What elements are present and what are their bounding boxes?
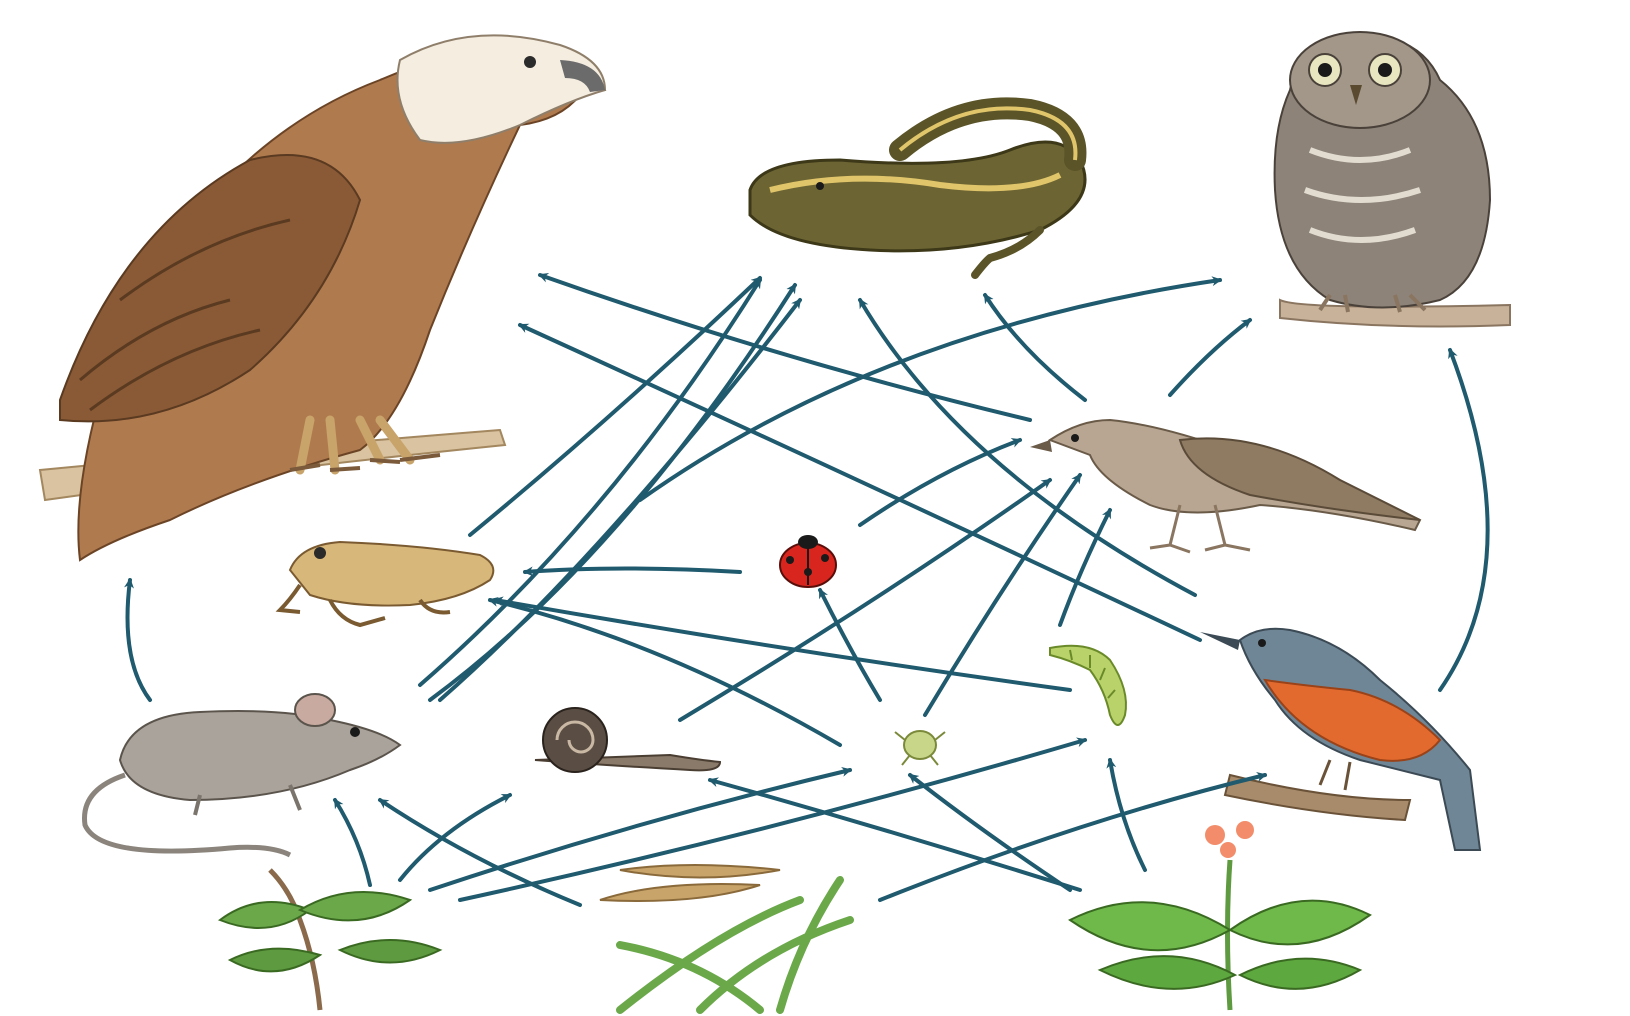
arrow-aphid-to-frog (490, 600, 840, 745)
aphid-icon (895, 731, 945, 765)
arrow-caterpillar-to-frog (495, 600, 1070, 690)
frog-icon (280, 542, 493, 625)
arrow-ladybug-to-frog (525, 569, 740, 573)
hawk-icon (40, 35, 605, 560)
caterpillar-icon (1050, 646, 1126, 725)
arrow-ladybug-to-sparrow (860, 440, 1020, 525)
robin-icon (1200, 629, 1480, 850)
arrow-robin-to-owl (1440, 350, 1488, 690)
arrow-mouse-to-hawk (128, 580, 151, 700)
arrow-grass-to-snail-trail (710, 780, 1080, 890)
ladybug-icon (780, 535, 836, 587)
grass-plant-icon (600, 865, 850, 1010)
flowering-plant-icon (1070, 821, 1370, 1010)
arrow-mouse-to-snake-2 (420, 280, 760, 685)
arrow-robin-to-hawk (520, 325, 1200, 640)
arrow-sparrow-to-owl (1170, 320, 1250, 395)
arrow-shrub-to-mouse (335, 800, 370, 885)
arrow-flower-to-aphid (910, 775, 1070, 890)
shrub-plant-icon (220, 870, 440, 1010)
snake-icon (750, 108, 1085, 275)
owl-icon (1275, 32, 1510, 326)
arrow-sparrow-to-hawk (540, 275, 1030, 420)
snail-icon (535, 708, 720, 772)
arrow-aphid-to-ladybug (820, 590, 880, 700)
